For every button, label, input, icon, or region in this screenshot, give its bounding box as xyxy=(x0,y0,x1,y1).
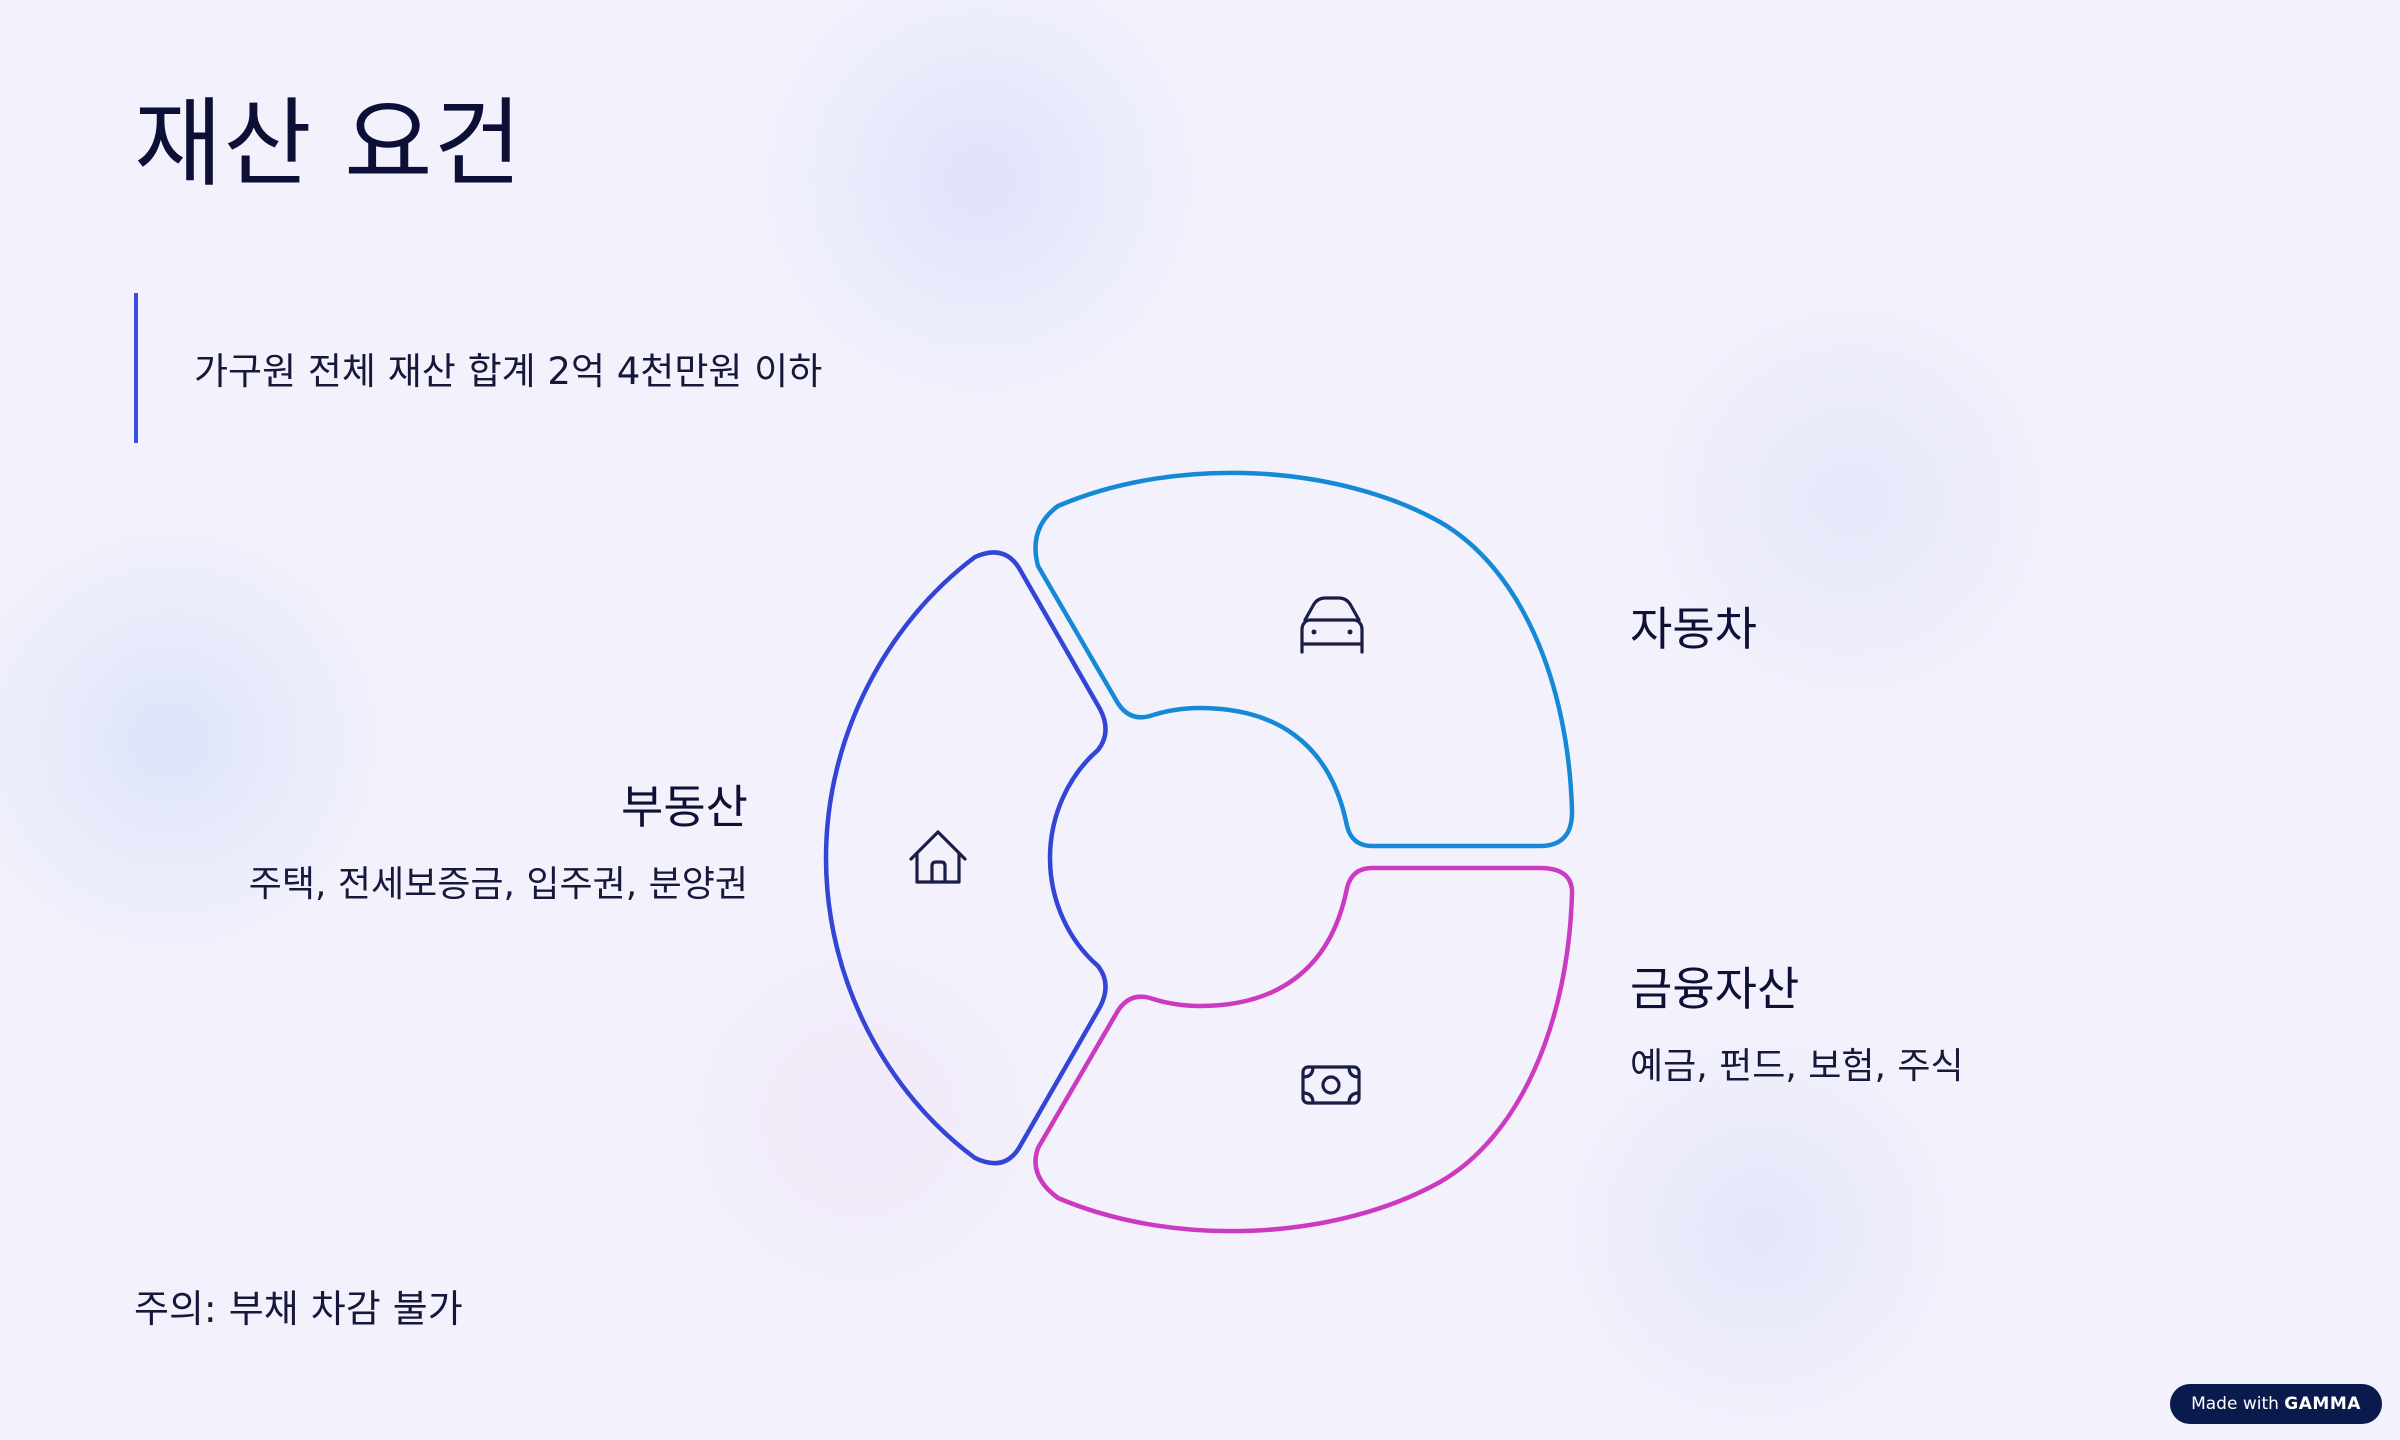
badge-prefix: Made with xyxy=(2191,1394,2279,1414)
segment-car[interactable] xyxy=(1033,470,1575,849)
house-icon xyxy=(909,830,967,884)
segment-money[interactable] xyxy=(1033,865,1575,1234)
car-icon xyxy=(1300,596,1364,654)
footnote: 주의: 부채 차감 불가 xyxy=(134,1287,463,1331)
label-money: 금융자산 예금, 펀드, 보험, 주식 xyxy=(1630,962,1964,1088)
label-house-title: 부동산 xyxy=(621,780,748,834)
label-car: 자동차 xyxy=(1630,602,1757,657)
made-with-gamma-badge[interactable]: Made with GAMMA xyxy=(2170,1384,2382,1424)
callout-box: 가구원 전체 재산 합계 2억 4천만원 이하 xyxy=(134,293,1034,443)
segment-house[interactable] xyxy=(823,550,1108,1166)
label-car-title: 자동차 xyxy=(1630,602,1757,656)
page-title: 재산 요건 xyxy=(134,88,523,200)
gamma-logo: GAMMA xyxy=(2284,1394,2361,1414)
label-house: 부동산 주택, 전세보증금, 입주권, 분양권 xyxy=(249,780,748,906)
label-money-description: 예금, 펀드, 보험, 주식 xyxy=(1630,1046,1964,1088)
callout-text: 가구원 전체 재산 합계 2억 4천만원 이하 xyxy=(194,350,823,393)
label-house-description: 주택, 전세보증금, 입주권, 분양권 xyxy=(248,864,748,906)
label-money-title: 금융자산 xyxy=(1630,962,1800,1016)
money-icon xyxy=(1301,1065,1361,1105)
